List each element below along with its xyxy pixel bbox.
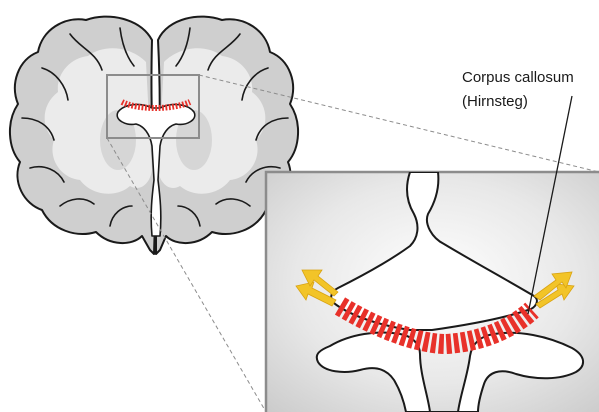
label-line-1: Corpus callosum — [462, 69, 574, 86]
label-line-2: (Hirnsteg) — [462, 93, 528, 110]
callosum-fibers-small — [122, 102, 190, 108]
